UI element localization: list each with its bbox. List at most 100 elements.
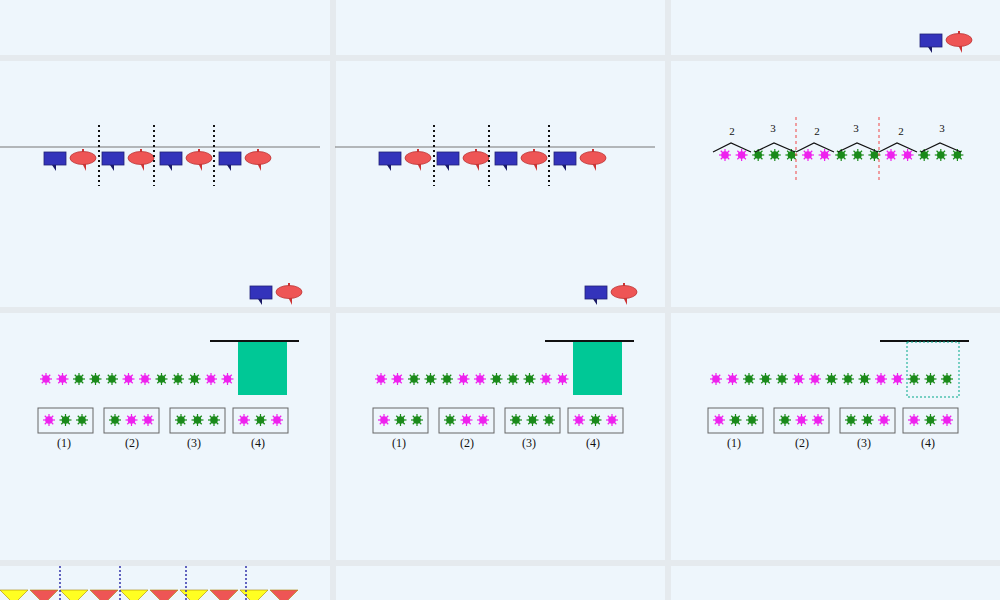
star-symbol xyxy=(606,414,618,426)
shape xyxy=(608,416,616,424)
shape xyxy=(427,375,435,383)
flag-tail xyxy=(52,165,56,171)
shape xyxy=(78,416,86,424)
shape xyxy=(910,375,918,383)
star-symbol xyxy=(60,414,72,426)
star-symbol xyxy=(175,414,187,426)
triangle xyxy=(60,590,88,600)
divider xyxy=(433,125,435,186)
axis-line xyxy=(335,147,655,148)
group-size: 2 xyxy=(814,126,820,137)
box-number: (4) xyxy=(251,437,265,449)
divider xyxy=(548,125,550,186)
star-symbol xyxy=(892,373,904,385)
shape xyxy=(762,375,770,383)
bracket xyxy=(921,143,961,152)
panel xyxy=(671,61,1000,307)
sample-box xyxy=(774,408,829,433)
star-symbol xyxy=(779,414,791,426)
triangle xyxy=(180,590,208,600)
red-disc xyxy=(405,152,431,165)
shape xyxy=(476,375,484,383)
shape xyxy=(861,375,869,383)
sample-box xyxy=(840,408,895,433)
triangle xyxy=(0,590,28,600)
star-symbol xyxy=(425,373,437,385)
bracket xyxy=(755,143,795,152)
shape xyxy=(240,416,248,424)
sample-box xyxy=(708,408,763,433)
star-symbol xyxy=(543,414,555,426)
shape xyxy=(174,375,182,383)
shape xyxy=(559,375,567,383)
star-symbol xyxy=(222,373,234,385)
shape xyxy=(545,416,553,424)
shape xyxy=(729,375,737,383)
bar xyxy=(545,340,634,342)
group-size: 3 xyxy=(770,123,776,134)
star-symbol xyxy=(802,149,814,161)
sample-box xyxy=(233,408,288,433)
shape xyxy=(811,375,819,383)
shape xyxy=(880,416,888,424)
star-symbol xyxy=(727,373,739,385)
star-symbol xyxy=(142,414,154,426)
star-symbol xyxy=(477,414,489,426)
shape xyxy=(59,375,67,383)
shape xyxy=(377,375,385,383)
shape xyxy=(798,416,806,424)
shape xyxy=(380,416,388,424)
panel xyxy=(671,313,1000,560)
star-symbol xyxy=(510,414,522,426)
star-symbol xyxy=(491,373,503,385)
shape xyxy=(42,375,50,383)
red-disc xyxy=(463,152,489,165)
shape xyxy=(821,151,829,159)
blue-block xyxy=(44,152,66,165)
shape xyxy=(397,416,405,424)
bar xyxy=(210,340,299,342)
star-symbol xyxy=(812,414,824,426)
divider xyxy=(153,125,155,186)
box-number: (2) xyxy=(125,437,139,449)
star-symbol xyxy=(192,414,204,426)
sample-box xyxy=(170,408,225,433)
shape xyxy=(937,151,945,159)
blue-block xyxy=(437,152,459,165)
flag-tail xyxy=(227,165,231,171)
shape xyxy=(45,416,53,424)
shape xyxy=(62,416,70,424)
star-symbol xyxy=(769,149,781,161)
star-symbol xyxy=(271,414,283,426)
box-number: (4) xyxy=(586,437,600,449)
flag-tail xyxy=(168,165,172,171)
sample-box xyxy=(505,408,560,433)
red-disc xyxy=(245,152,271,165)
star-symbol xyxy=(375,373,387,385)
panel xyxy=(336,566,665,600)
blue-block xyxy=(585,286,607,299)
star-symbol xyxy=(507,373,519,385)
shape xyxy=(721,151,729,159)
star-symbol xyxy=(902,149,914,161)
flag-tail xyxy=(928,47,932,53)
bracket xyxy=(796,143,834,152)
star-symbol xyxy=(590,414,602,426)
shape xyxy=(141,375,149,383)
triangle xyxy=(210,590,238,600)
shape xyxy=(814,416,822,424)
blue-block xyxy=(219,152,241,165)
star-symbol xyxy=(859,373,871,385)
shape xyxy=(394,375,402,383)
shape xyxy=(712,375,720,383)
star-symbol xyxy=(852,149,864,161)
shape xyxy=(479,416,487,424)
star-symbol xyxy=(760,373,772,385)
blue-block xyxy=(379,152,401,165)
box-number: (1) xyxy=(727,437,741,449)
shape xyxy=(828,375,836,383)
star-symbol xyxy=(106,373,118,385)
star-symbol xyxy=(713,414,725,426)
star-symbol xyxy=(941,414,953,426)
